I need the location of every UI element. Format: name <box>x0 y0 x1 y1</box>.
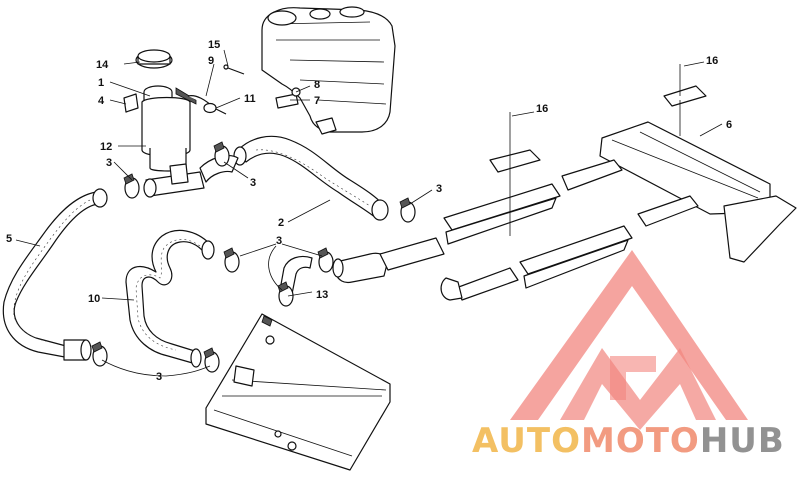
callout-3: 3 <box>250 177 256 189</box>
callout-11: 11 <box>244 93 256 105</box>
callout-4: 4 <box>98 95 105 107</box>
hose-10 <box>125 229 215 368</box>
callout-16: 16 <box>536 103 548 115</box>
callouts: 14 15 9 1 4 8 7 11 12 3 3 3 3 3 2 5 10 1… <box>6 39 732 383</box>
callout-12: 12 <box>100 141 112 153</box>
hose-5 <box>2 188 108 361</box>
logo-word-moto: MOTO <box>581 421 700 461</box>
callout-1: 1 <box>98 77 104 89</box>
callout-9: 9 <box>208 55 214 67</box>
callout-5: 5 <box>6 233 12 245</box>
leader-lines <box>15 49 723 377</box>
heat-exchanger <box>205 313 391 471</box>
callout-3: 3 <box>106 157 112 169</box>
logo-word-hub: HUB <box>700 421 785 461</box>
callout-14: 14 <box>96 59 109 71</box>
callout-13: 13 <box>316 289 328 301</box>
logo-word-auto: AUTO <box>472 421 581 461</box>
clamp <box>277 281 294 307</box>
callout-15: 15 <box>208 39 220 51</box>
callout-10: 10 <box>88 293 100 305</box>
hose-13 <box>279 252 389 295</box>
logo-mark <box>510 250 748 430</box>
clamp <box>91 341 108 367</box>
fittings <box>187 64 301 115</box>
clamp <box>223 247 240 273</box>
hose-clamps <box>91 141 416 373</box>
callout-6: 6 <box>726 119 732 131</box>
callout-3: 3 <box>436 183 442 195</box>
tee-fitting <box>143 155 239 198</box>
callout-8: 8 <box>314 79 320 91</box>
callout-3: 3 <box>276 235 282 247</box>
callout-3: 3 <box>156 371 162 383</box>
callout-16: 16 <box>706 55 718 67</box>
clamp <box>213 141 230 167</box>
clamp <box>399 197 416 223</box>
callout-2: 2 <box>278 217 284 229</box>
automotohub-watermark: AUTOMOTOHUB <box>472 250 785 461</box>
rear-cooler-assembly <box>379 64 797 301</box>
callout-7: 7 <box>314 95 320 107</box>
clamp <box>203 347 220 373</box>
clamp <box>123 173 140 199</box>
expansion-bottle <box>123 49 197 172</box>
clamp <box>317 247 334 273</box>
hose-2 <box>233 135 389 221</box>
coolant-tank <box>261 6 396 135</box>
svg-text:AUTOMOTOHUB: AUTOMOTOHUB <box>472 421 785 461</box>
